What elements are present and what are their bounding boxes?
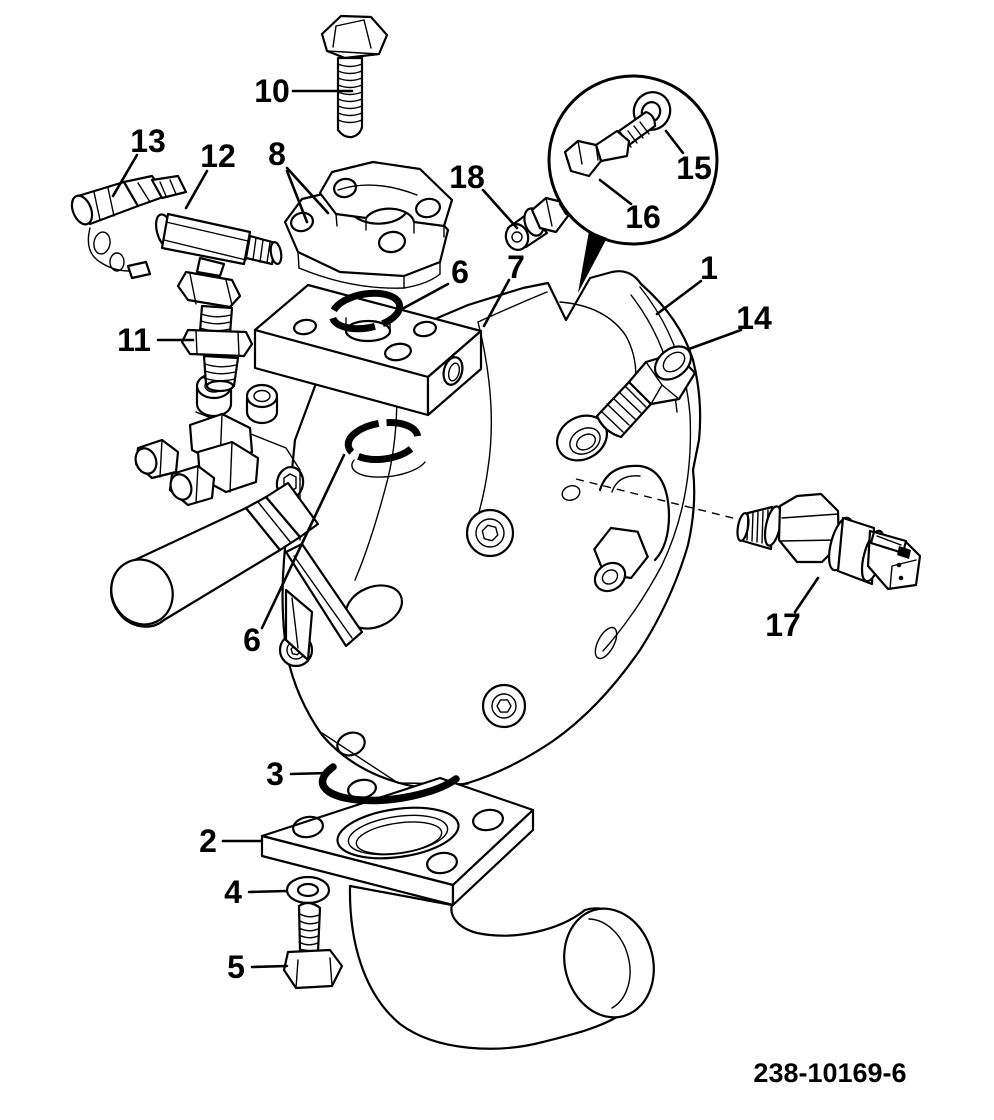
pump-hex-plug (593, 526, 649, 593)
block-side-port (442, 356, 464, 386)
inset-pointer (578, 231, 607, 293)
callout-16: 16 (625, 199, 661, 235)
socket-screw (481, 683, 527, 729)
callout-4: 4 (224, 874, 242, 910)
socket-screw (465, 508, 515, 558)
leader-6-bottom (260, 453, 346, 630)
callout-7: 7 (507, 249, 525, 285)
boss-cylinder (245, 383, 279, 425)
callout-3: 3 (266, 756, 284, 792)
clamp-upper-half (318, 160, 454, 238)
split-flange-clamp (283, 160, 454, 289)
cap-lanyard (87, 227, 152, 280)
callout-6-bottom: 6 (243, 622, 261, 658)
callout-11: 11 (117, 322, 151, 358)
callout-12: 12 (200, 138, 236, 174)
washer-4 (285, 875, 331, 905)
leader-1 (655, 279, 703, 316)
plug-14 (595, 345, 697, 439)
leader-8b (285, 169, 309, 224)
suction-tube (348, 884, 655, 1050)
callout-17: 17 (765, 607, 801, 643)
test-point-cap (70, 174, 188, 280)
manifold-block (253, 283, 483, 417)
leader-14 (687, 328, 743, 351)
callout-10: 10 (254, 73, 290, 109)
pressure-switch (575, 478, 922, 591)
leader-13 (111, 153, 139, 198)
callout-1: 1 (700, 250, 718, 286)
fitting-11 (180, 304, 254, 393)
o-ring-6-bottom (344, 419, 422, 463)
callout-13: 13 (130, 123, 166, 159)
callout-18: 18 (449, 159, 485, 195)
leader-5 (250, 964, 289, 969)
inset-detail-circle (547, 74, 719, 293)
leader-3 (289, 771, 330, 776)
tee-fitting (155, 212, 283, 309)
callout-6-top: 6 (451, 254, 469, 290)
callout-8: 8 (268, 136, 286, 172)
left-valve-assembly (110, 372, 320, 628)
leader-6-top (400, 282, 450, 311)
callout-14: 14 (736, 300, 772, 336)
drawing-number: 238-10169-6 (753, 1058, 906, 1088)
bolt-16 (563, 110, 657, 178)
bolt-10 (320, 14, 389, 139)
leader-lines (111, 89, 820, 969)
leader-8a (285, 166, 330, 215)
o-ring-6-top (328, 289, 404, 333)
leader-18 (481, 188, 519, 230)
callout-5: 5 (227, 949, 245, 985)
leader-12 (184, 169, 209, 210)
hex-plug (168, 464, 216, 507)
case-drain-cylinder (110, 481, 320, 628)
leader-16 (598, 178, 633, 206)
callout-15: 15 (676, 150, 712, 186)
callout-labels: 1 2 3 4 5 6 6 7 8 10 11 12 13 14 15 16 1… (117, 73, 801, 985)
callout-2: 2 (199, 823, 217, 859)
o-ring-3 (318, 763, 460, 805)
leader-7 (482, 278, 511, 328)
port-14-recess (556, 414, 608, 462)
hex-plug (134, 438, 180, 480)
leader-4 (247, 889, 288, 894)
leader-15 (664, 129, 685, 155)
leader-17 (793, 576, 820, 614)
bolt-5 (282, 901, 344, 990)
flange-plate (260, 776, 535, 907)
